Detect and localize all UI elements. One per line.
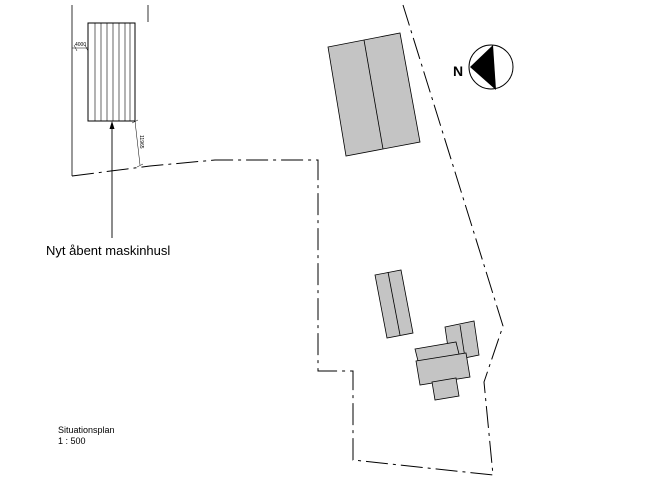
property-boundary (71, 4, 504, 476)
dimension-offset: 11965 (131, 119, 144, 168)
drawing-legend: Situationsplan 1 : 500 (58, 425, 115, 447)
dimension-width-label: 4000 (75, 42, 86, 48)
north-letter: N (453, 63, 463, 79)
neighbour-lot-lines (71, 5, 149, 176)
dimension-offset-label: 11965 (138, 135, 144, 149)
house-annex (431, 377, 460, 401)
existing-buildings (327, 32, 480, 401)
dimension-width: 4000 (72, 42, 89, 52)
legend-title: Situationsplan (58, 425, 115, 435)
new-machine-shed (87, 22, 136, 122)
house-wing-south (415, 352, 471, 386)
north-arrow: N (453, 44, 514, 90)
legend-scale: 1 : 500 (58, 436, 86, 446)
new-shed-callout-label: Nyt åbent maskinhusl (46, 243, 171, 258)
large-barn (327, 32, 421, 157)
callout-leader (109, 121, 115, 238)
